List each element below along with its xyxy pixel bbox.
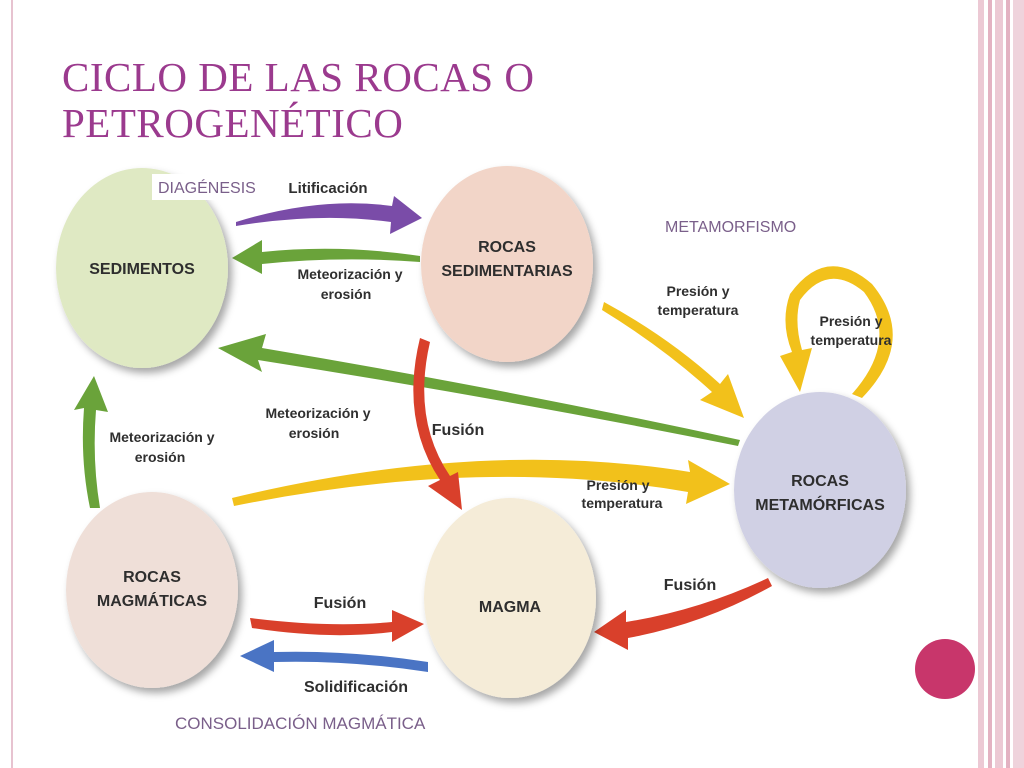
node-circle: [421, 166, 593, 362]
label-presion-loop-1: Presión y: [819, 313, 882, 329]
node-label: SEDIMENTARIAS: [441, 263, 573, 280]
arrow-presion-mid: [232, 459, 730, 506]
rock-cycle-diagram: SEDIMENTOS ROCAS SEDIMENTARIAS ROCAS MET…: [56, 166, 906, 733]
label-meteorizacion-mid-1: Meteorización y: [265, 405, 370, 421]
label-meteorizacion-left-1: Meteorización y: [109, 429, 214, 445]
border-stripe: [1006, 0, 1010, 768]
label-meteorizacion-left-2: erosión: [135, 449, 186, 465]
node-label: ROCAS: [478, 239, 536, 256]
label-meteorizacion-top-2: erosión: [321, 286, 372, 302]
label-fusion-mid: Fusión: [432, 422, 484, 439]
node-label: MAGMA: [479, 599, 542, 616]
section-diagenesis: DIAGÉNESIS: [158, 178, 256, 197]
node-sedimentos: SEDIMENTOS: [56, 168, 228, 368]
node-circle: [734, 392, 906, 588]
label-presion-top-2: temperatura: [658, 302, 739, 318]
border-stripe: [995, 0, 1003, 768]
node-rocas-metamorficas: ROCAS METAMÓRFICAS: [734, 392, 906, 588]
node-circle: [66, 492, 238, 688]
node-label: ROCAS: [123, 569, 181, 586]
label-presion-mid-2: temperatura: [582, 495, 663, 511]
label-presion-loop-2: temperatura: [811, 332, 892, 348]
arrow-fusion-mid: [413, 338, 462, 510]
label-meteorizacion-top-1: Meteorización y: [297, 266, 402, 282]
node-label: METAMÓRFICAS: [755, 495, 885, 514]
node-rocas-sedimentarias: ROCAS SEDIMENTARIAS: [421, 166, 593, 362]
slide-title: CICLO DE LAS ROCAS O PETROGENÉTICO: [62, 54, 535, 146]
border-stripe: [978, 0, 984, 768]
node-circle: [56, 168, 228, 368]
node-rocas-magmaticas: ROCAS MAGMÁTICAS: [66, 492, 238, 688]
arrow-fusion-bottom: [250, 610, 424, 642]
node-magma: MAGMA: [424, 498, 596, 698]
arrow-meteorizacion-top: [232, 240, 420, 274]
left-border-line: [11, 0, 13, 768]
node-label: MAGMÁTICAS: [97, 591, 208, 610]
arrow-fusion-right: [594, 578, 772, 650]
border-stripe: [988, 0, 992, 768]
node-label: ROCAS: [791, 473, 849, 490]
arrow-solidificacion: [240, 640, 428, 672]
label-solidificacion: Solidificación: [304, 679, 408, 696]
node-circle: [424, 498, 596, 698]
label-presion-mid-1: Presión y: [586, 477, 649, 493]
arrow-meteorizacion-left: [74, 376, 108, 508]
label-meteorizacion-mid-2: erosión: [289, 425, 340, 441]
decorative-dot: [915, 639, 975, 699]
arrow-litificacion: [236, 196, 422, 234]
diagenesis-label-bg: [152, 174, 270, 200]
section-metamorfismo: METAMORFISMO: [665, 219, 796, 236]
label-fusion-right: Fusión: [664, 577, 716, 594]
node-label: SEDIMENTOS: [89, 261, 195, 278]
border-stripe: [1013, 0, 1024, 768]
arrow-meteorizacion-mid: [218, 334, 740, 446]
arrow-presion-top: [602, 302, 744, 418]
label-litificacion: Litificación: [288, 180, 367, 197]
label-fusion-bottom: Fusión: [314, 595, 366, 612]
right-border-stripes: [978, 0, 1024, 768]
label-presion-top-1: Presión y: [666, 283, 729, 299]
section-consolidacion: CONSOLIDACIÓN MAGMÁTICA: [175, 714, 426, 733]
